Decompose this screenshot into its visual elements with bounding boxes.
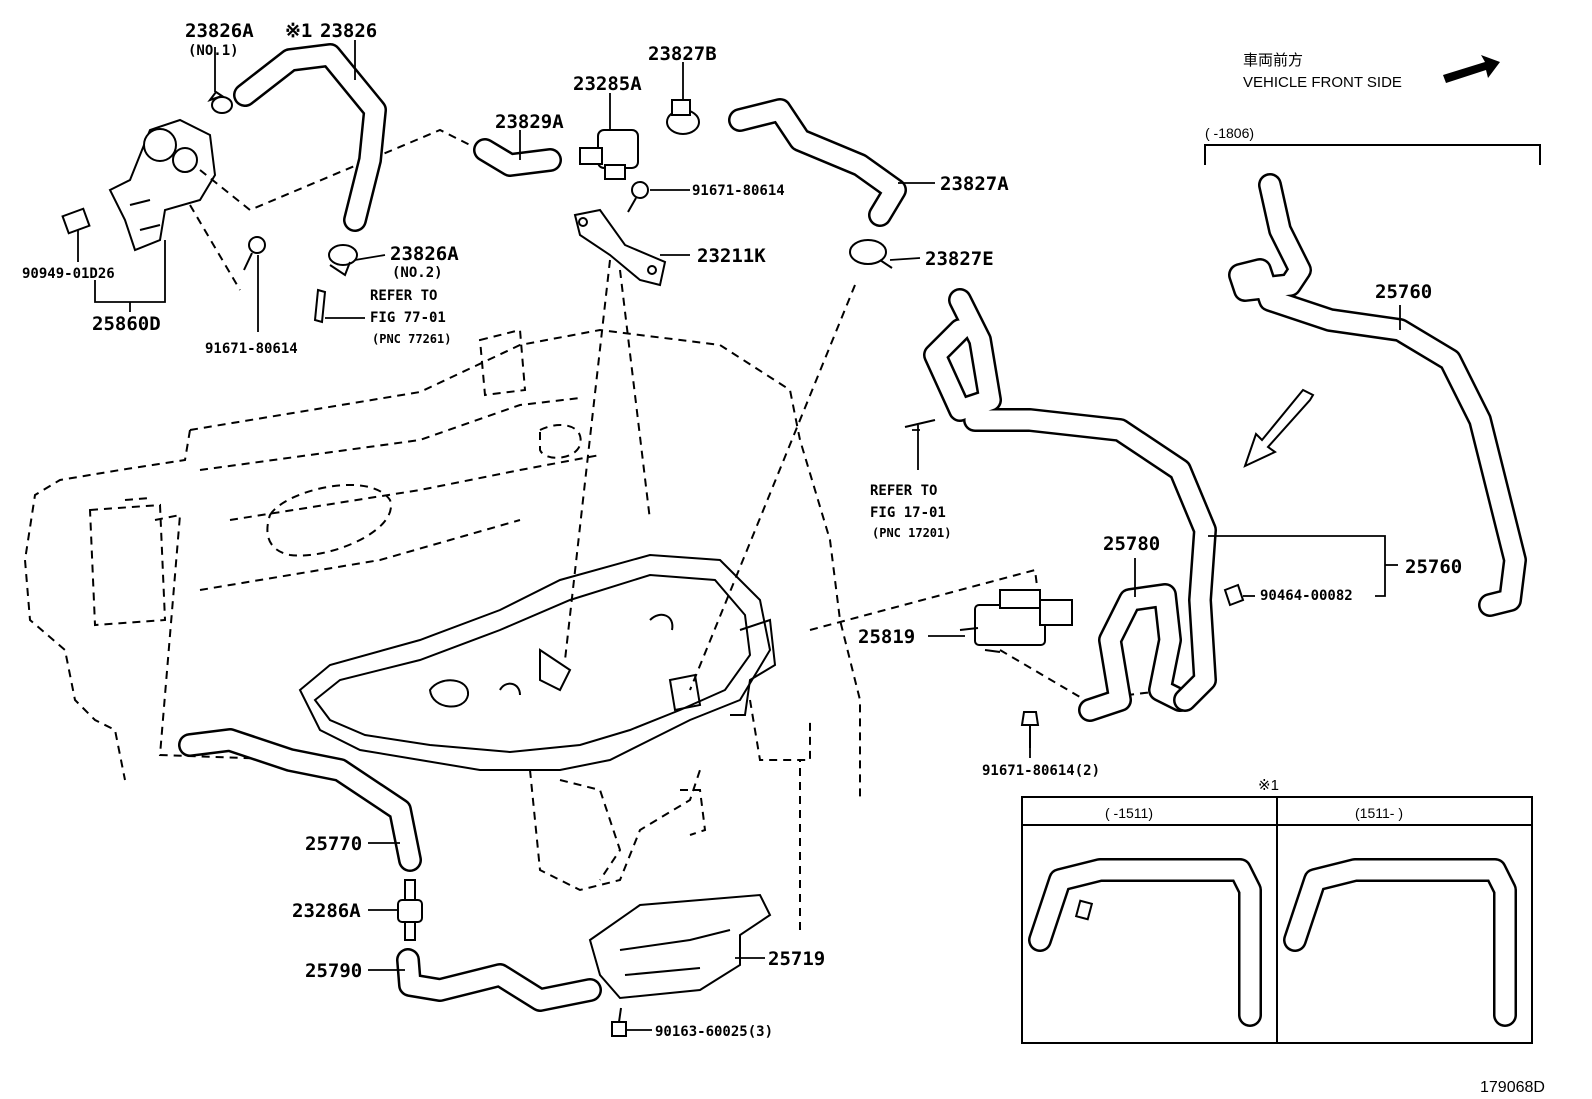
label-23827B: 23827B xyxy=(648,43,717,65)
front-arrow-icon xyxy=(1443,55,1500,83)
canister-25719 xyxy=(588,893,772,1000)
valve-23285A xyxy=(579,129,639,180)
figure-id: 179068D xyxy=(1480,1079,1545,1096)
front-label-jp: 車両前方 xyxy=(1243,52,1303,69)
label-23826-mark: ※1 xyxy=(285,20,312,42)
bolt-90163 xyxy=(611,1007,627,1037)
hose-25760-top xyxy=(1228,173,1527,617)
inset-date-right: (1511- ) xyxy=(1355,805,1403,821)
label-25760-top: 25760 xyxy=(1375,281,1432,303)
label-23286A: 23286A xyxy=(292,900,361,922)
label-25860D: 25860D xyxy=(92,313,161,335)
label-25760-right: 25760 xyxy=(1405,556,1462,578)
front-label-en: VEHICLE FRONT SIDE xyxy=(1243,74,1402,91)
ref2-line2: FIG 17-01 xyxy=(870,505,946,521)
label-23826A-no1: 23826A xyxy=(185,20,254,42)
label-91671-b: 91671-80614 xyxy=(205,341,298,357)
dashed-link-1 xyxy=(189,204,241,291)
ref1-line1: REFER TO xyxy=(370,288,437,304)
inset-box xyxy=(1021,796,1533,1044)
bolt-91671-c xyxy=(1020,711,1040,748)
clamp-23826A-no1 xyxy=(207,90,233,114)
label-23285A: 23285A xyxy=(573,73,642,95)
ref1-line2: FIG 77-01 xyxy=(370,310,446,326)
label-23211K: 23211K xyxy=(697,245,766,267)
pipe-ref-17 xyxy=(904,419,936,428)
filter-23286A xyxy=(397,879,423,941)
bracket-assembly-25860D xyxy=(61,118,217,252)
hose-25770 xyxy=(178,728,422,872)
ref2-line3: (PNC 17201) xyxy=(872,526,951,540)
pipe-ref-77 xyxy=(313,288,327,324)
engine-outline xyxy=(23,328,861,892)
dashed-link-8 xyxy=(999,649,1171,702)
label-23826: 23826 xyxy=(320,20,377,42)
clamp-23826A-no2 xyxy=(328,244,358,277)
inset-mark: ※1 xyxy=(1258,777,1279,794)
hose-23827A xyxy=(728,98,907,227)
label-23826A-no2: 23826A xyxy=(390,243,459,265)
label-25719: 25719 xyxy=(768,948,825,970)
clamp-23827B xyxy=(666,99,700,135)
label-23829A: 23829A xyxy=(495,111,564,133)
date-range-top-right: ( -1806) xyxy=(1205,125,1254,141)
bolt-91671-a xyxy=(627,181,649,213)
label-90949: 90949-01D26 xyxy=(22,266,115,282)
label-23827A: 23827A xyxy=(940,173,1009,195)
label-23826A-no1-note: (NO.1) xyxy=(188,43,239,59)
clip-90464 xyxy=(1223,583,1245,607)
label-25770: 25770 xyxy=(305,833,362,855)
dashed-link-2 xyxy=(199,128,481,212)
hose-25780 xyxy=(1078,583,1192,722)
vsv-25819 xyxy=(959,589,1073,653)
clamp-23827E xyxy=(849,239,893,269)
label-90464: 90464-00082 xyxy=(1260,588,1353,604)
label-25819: 25819 xyxy=(858,626,915,648)
range-bracket-top-right xyxy=(1204,144,1541,165)
label-25790: 25790 xyxy=(305,960,362,982)
label-90163: 90163-60025(3) xyxy=(655,1024,773,1040)
dashed-link-4 xyxy=(619,269,651,521)
bracket-23211K xyxy=(573,208,667,287)
bolt-91671-b xyxy=(243,236,266,271)
label-91671-a: 91671-80614 xyxy=(692,183,785,199)
dashed-link-5 xyxy=(689,284,856,691)
view-arrow-icon xyxy=(1243,388,1315,468)
label-25780: 25780 xyxy=(1103,533,1160,555)
leader-lines xyxy=(77,40,1401,1031)
hose-25790 xyxy=(396,948,602,1012)
hose-23829A xyxy=(473,138,562,177)
label-23827E: 23827E xyxy=(925,248,994,270)
inset-date-left: ( -1511) xyxy=(1105,805,1153,821)
hose-25760-main xyxy=(923,288,1217,712)
ref1-line3: (PNC 77261) xyxy=(372,332,451,346)
ref2-line1: REFER TO xyxy=(870,483,937,499)
label-23826A-no2-note: (NO.2) xyxy=(392,265,443,281)
dashed-link-3 xyxy=(564,259,611,661)
hose-23826 xyxy=(233,43,387,232)
label-91671-c: 91671-80614(2) xyxy=(982,763,1100,779)
